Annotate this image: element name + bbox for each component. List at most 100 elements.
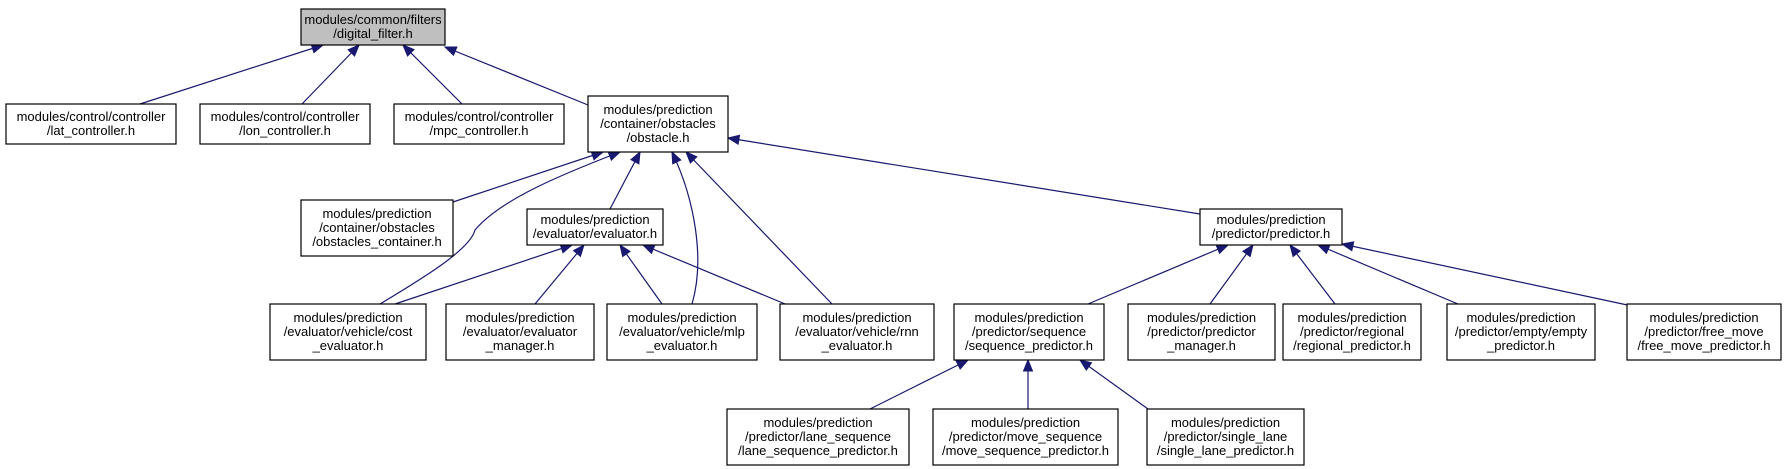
node-label-line: /container/obstacles: [319, 220, 435, 235]
node-digital_filter: modules/common/filters/digital_filter.h: [300, 8, 446, 46]
node-label-line: _evaluator.h: [821, 338, 893, 353]
node-sequence_predictor[interactable]: modules/prediction/predictor/sequence/se…: [953, 303, 1105, 361]
edge-line: [1289, 244, 1336, 305]
node-move_sequence_predictor[interactable]: modules/prediction/predictor/move_sequen…: [932, 408, 1119, 466]
edge-evaluator-to-obstacle: [609, 150, 641, 210]
node-label-line: modules/prediction: [763, 415, 872, 430]
node-label-line: /move_sequence_predictor.h: [942, 443, 1109, 458]
node-mlp_evaluator[interactable]: modules/prediction/evaluator/vehicle/mlp…: [606, 303, 758, 361]
node-label-line: /evaluator/evaluator: [463, 324, 578, 339]
node-evaluator_manager[interactable]: modules/prediction/evaluator/evaluator_m…: [445, 303, 595, 361]
node-lat_controller[interactable]: modules/control/controller/lat_controlle…: [5, 103, 177, 145]
node-label-line: /single_lane_predictor.h: [1157, 443, 1294, 458]
node-label-line: /predictor/single_lane: [1164, 429, 1288, 444]
node-box: [199, 103, 371, 145]
node-box: [953, 303, 1105, 361]
node-lon_controller[interactable]: modules/control/controller/lon_controlle…: [199, 103, 371, 145]
edge-line: [301, 44, 360, 105]
node-label-line: /evaluator/vehicle/rnn: [795, 324, 919, 339]
node-box: [300, 8, 446, 46]
node-evaluator[interactable]: modules/prediction/evaluator/evaluator.h: [526, 208, 664, 246]
node-lane_sequence_predictor[interactable]: modules/prediction/predictor/lane_sequen…: [726, 408, 910, 466]
node-obstacles_container[interactable]: modules/prediction/container/obstacles/o…: [300, 199, 454, 257]
edge-lane_sequence_predictor-to-sequence_predictor: [869, 359, 970, 410]
node-predictor_manager[interactable]: modules/prediction/predictor/predictor_m…: [1127, 303, 1276, 361]
arrow-head-icon: [671, 150, 682, 165]
node-box: [445, 303, 595, 361]
node-label-line: /mpc_controller.h: [430, 123, 529, 138]
node-label-line: /lat_controller.h: [47, 123, 135, 138]
node-predictor[interactable]: modules/prediction/predictor/predictor.h: [1199, 208, 1343, 246]
node-label-line: /lon_controller.h: [239, 123, 331, 138]
node-obstacle[interactable]: modules/prediction/container/obstacles/o…: [587, 95, 729, 153]
node-box: [726, 408, 910, 466]
node-label-line: modules/prediction: [974, 310, 1083, 325]
node-box: [393, 103, 565, 145]
edge-evaluator_manager-to-evaluator: [534, 243, 585, 305]
arrow-head-icon: [572, 243, 585, 258]
node-label-line: modules/prediction: [1649, 310, 1758, 325]
edge-sequence_predictor-to-predictor: [1087, 244, 1230, 305]
arrow-head-icon: [619, 243, 631, 258]
edge-mlp_evaluator-to-evaluator: [619, 243, 663, 305]
node-box: [1199, 208, 1343, 246]
node-box: [1626, 303, 1782, 361]
node-label-line: /sequence_predictor.h: [965, 338, 1093, 353]
node-label-line: modules/prediction: [627, 310, 736, 325]
edge-line: [444, 46, 589, 106]
node-label-line: /obstacle.h: [627, 130, 690, 145]
nodes-layer: modules/common/filters/digital_filter.hm…: [5, 8, 1782, 466]
node-free_move_predictor[interactable]: modules/prediction/predictor/free_move/f…: [1626, 303, 1782, 361]
node-cost_evaluator[interactable]: modules/prediction/evaluator/vehicle/cos…: [269, 303, 427, 361]
node-label-line: modules/prediction: [971, 415, 1080, 430]
node-label-line: /free_move_predictor.h: [1638, 338, 1771, 353]
node-box: [1127, 303, 1276, 361]
edge-line: [402, 44, 463, 105]
edge-empty_predictor-to-predictor: [1316, 244, 1459, 305]
node-label-line: _manager.h: [485, 338, 555, 353]
edge-lat_controller-to-digital_filter: [139, 43, 325, 105]
arrow-head-icon: [955, 359, 970, 370]
node-label-line: /regional_predictor.h: [1293, 338, 1411, 353]
arrow-head-icon: [1316, 244, 1331, 255]
node-box: [526, 208, 664, 246]
edge-line: [534, 244, 585, 305]
edge-cost_evaluator-to-evaluator: [394, 243, 574, 305]
arrow-head-icon: [607, 151, 622, 162]
node-label-line: /predictor/predictor: [1147, 324, 1256, 339]
edge-free_move_predictor-to-predictor: [1340, 241, 1633, 307]
node-mpc_controller[interactable]: modules/control/controller/mpc_controlle…: [393, 103, 565, 145]
node-box: [587, 95, 729, 153]
node-label-line: modules/prediction: [1297, 310, 1406, 325]
edge-line: [727, 137, 1201, 215]
node-label-line: /container/obstacles: [600, 116, 716, 131]
node-label-line: modules/prediction: [322, 206, 431, 221]
edge-line: [1317, 244, 1459, 305]
edge-line: [671, 151, 699, 305]
edge-move_sequence_predictor-to-sequence_predictor: [1022, 358, 1034, 409]
node-label-line: modules/control/controller: [211, 109, 361, 124]
node-empty_predictor[interactable]: modules/prediction/predictor/empty/empty…: [1446, 303, 1596, 361]
edge-line: [139, 44, 324, 105]
node-single_lane_predictor[interactable]: modules/prediction/predictor/single_lane…: [1146, 408, 1305, 466]
edge-lon_controller-to-digital_filter: [301, 44, 360, 105]
edge-predictor_manager-to-predictor: [1209, 243, 1254, 305]
edge-obstacle-to-digital_filter: [443, 46, 589, 106]
node-label-line: _predictor.h: [1486, 338, 1555, 353]
edge-line: [685, 151, 833, 305]
arrow-head-icon: [402, 44, 415, 57]
arrow-head-icon: [641, 244, 656, 255]
edge-line: [642, 244, 791, 307]
edge-line: [1209, 244, 1254, 305]
node-box: [1282, 303, 1422, 361]
node-label-line: /predictor/move_sequence: [949, 429, 1102, 444]
arrow-head-icon: [1078, 359, 1093, 371]
edge-line: [1079, 359, 1149, 410]
node-rnn_evaluator[interactable]: modules/prediction/evaluator/vehicle/rnn…: [779, 303, 935, 361]
node-box: [5, 103, 177, 145]
node-label-line: /lane_sequence_predictor.h: [738, 443, 898, 458]
node-label-line: modules/prediction: [1466, 310, 1575, 325]
node-regional_predictor[interactable]: modules/prediction/predictor/regional/re…: [1282, 303, 1422, 361]
node-label-line: modules/prediction: [293, 310, 402, 325]
edge-line: [1341, 243, 1633, 307]
